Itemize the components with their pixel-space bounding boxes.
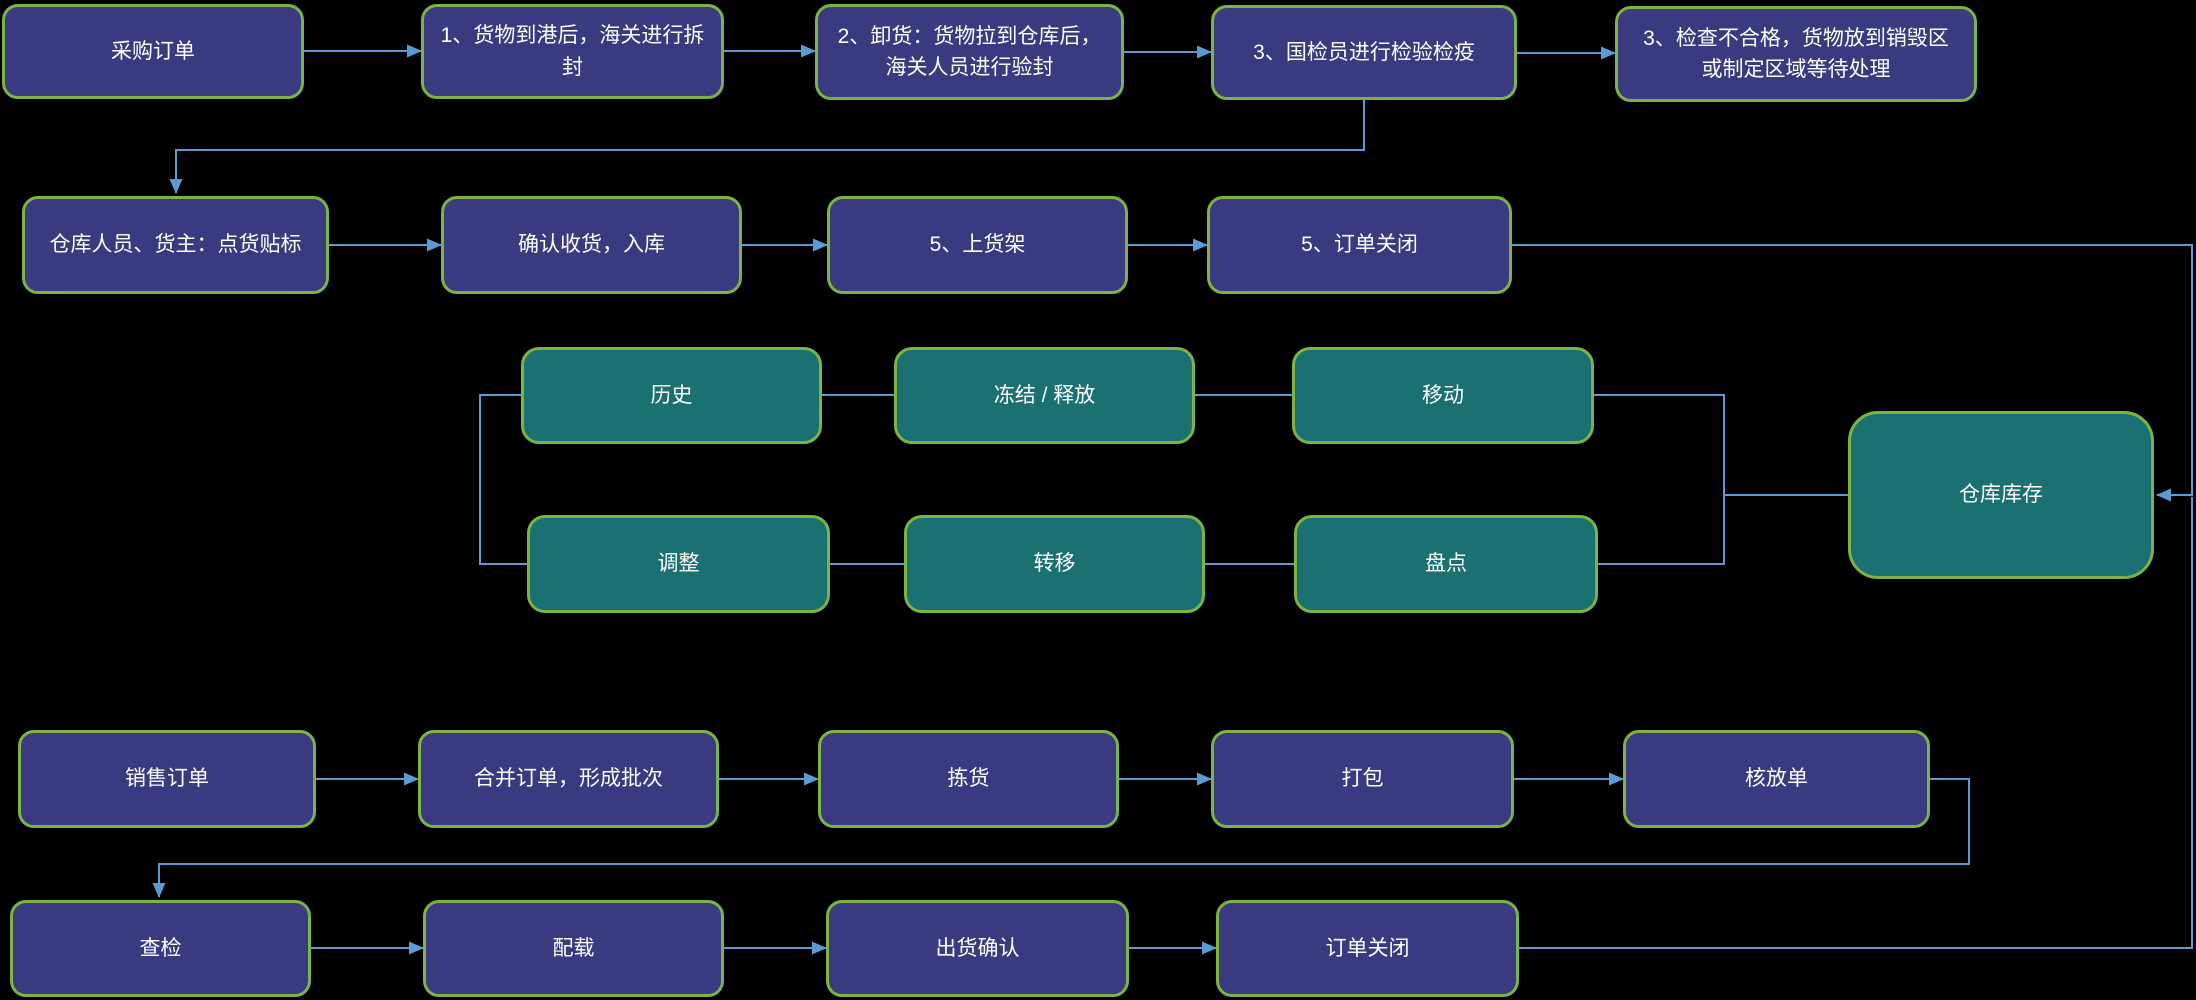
flow-node-sales-order: 销售订单 <box>18 730 316 828</box>
flow-node-label: 1、货物到港后，海关进行拆封 <box>440 24 705 79</box>
flow-node-label: 出货确认 <box>935 936 1020 960</box>
flow-node-label: 销售订单 <box>125 767 209 791</box>
flow-node-freeze-release: 冻结 / 释放 <box>894 347 1195 444</box>
flow-node-label: 盘点 <box>1425 552 1467 576</box>
flow-node-inspection-failed: 3、检查不合格，货物放到销毁区或制定区域等待处理 <box>1615 6 1977 102</box>
flow-node-put-on-shelf: 5、上货架 <box>827 196 1128 294</box>
connector-history-to-adjust-bracket <box>479 394 527 565</box>
flow-node-check: 查检 <box>10 900 311 997</box>
flow-node-outbound-order-close: 订单关闭 <box>1216 900 1519 997</box>
flow-node-purchase-order: 采购订单 <box>2 4 304 99</box>
flow-node-label: 确认收货，入库 <box>518 233 665 257</box>
flow-node-confirm-receipt: 确认收货，入库 <box>441 196 742 294</box>
flow-node-label: 配载 <box>552 936 595 960</box>
flow-node-inbound-order-close: 5、订单关闭 <box>1207 196 1512 294</box>
connector-release-to-check <box>152 778 1970 898</box>
connector-inbound-close-to-inventory <box>1512 244 2193 502</box>
flow-node-label: 冻结 / 释放 <box>993 383 1096 407</box>
flow-node-label: 3、国检员进行检验检疫 <box>1253 40 1475 64</box>
connector-stocktake-to-junction <box>1598 495 1725 565</box>
flow-node-adjust: 调整 <box>527 515 830 613</box>
flow-node-label: 移动 <box>1422 383 1464 407</box>
flow-node-label: 2、卸货：货物拉到仓库后，海关人员进行验封 <box>837 24 1102 80</box>
flow-node-unload-seal-check: 2、卸货：货物拉到仓库后，海关人员进行验封 <box>815 4 1124 100</box>
flow-node-label: 仓库人员、货主：点货贴标 <box>49 233 302 257</box>
flow-node-label: 打包 <box>1341 767 1384 791</box>
flow-node-label: 转移 <box>1033 552 1076 576</box>
flow-node-ciq-inspection: 3、国检员进行检验检疫 <box>1211 5 1517 100</box>
flow-node-merge-orders: 合并订单，形成批次 <box>418 730 719 828</box>
flow-node-label: 5、上货架 <box>929 233 1026 257</box>
flow-node-warehouse-inventory: 仓库库存 <box>1848 411 2154 579</box>
flow-node-stocktake: 盘点 <box>1294 515 1598 613</box>
flow-node-packing: 打包 <box>1211 730 1514 828</box>
flow-node-label: 仓库库存 <box>1959 483 2043 507</box>
flow-node-picking: 拣货 <box>818 730 1119 828</box>
flow-node-label: 订单关闭 <box>1325 936 1410 960</box>
flow-node-arrival-unseal: 1、货物到港后，海关进行拆封 <box>421 4 724 99</box>
flow-node-move: 移动 <box>1292 347 1594 444</box>
connector-move-to-inventory <box>1594 394 1848 496</box>
flow-node-label: 合并订单，形成批次 <box>474 767 663 791</box>
flow-node-label: 3、检查不合格，货物放到销毁区或制定区域等待处理 <box>1643 26 1949 82</box>
flow-node-label: 采购订单 <box>111 39 195 63</box>
flow-node-label: 历史 <box>650 383 693 407</box>
flow-node-label: 拣货 <box>947 767 990 791</box>
connector-outbound-close-to-inventory-trunk <box>1519 497 2193 949</box>
flow-node-loading: 配载 <box>423 900 724 997</box>
flow-node-label: 核放单 <box>1745 767 1808 791</box>
flow-node-transfer: 转移 <box>904 515 1205 613</box>
flow-node-label: 5、订单关闭 <box>1301 233 1418 257</box>
flow-node-release-note: 核放单 <box>1623 730 1930 828</box>
flow-node-count-labeling: 仓库人员、货主：点货贴标 <box>22 196 329 294</box>
flow-node-label: 查检 <box>139 936 182 960</box>
flow-node-shipment-confirmation: 出货确认 <box>826 900 1129 997</box>
connector-ciq-to-count-labeling <box>169 100 1365 194</box>
flow-node-label: 调整 <box>657 552 700 576</box>
flow-node-history: 历史 <box>521 347 822 444</box>
